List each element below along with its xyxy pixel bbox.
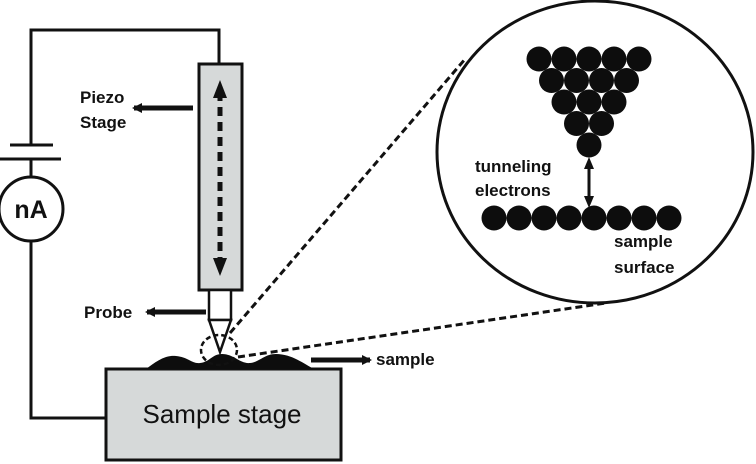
magnified-inset: tunneling electrons sample surface bbox=[435, 0, 755, 305]
tunneling-arrow-up-head bbox=[584, 157, 594, 169]
surface-atom bbox=[606, 205, 632, 231]
surface-atom bbox=[656, 205, 682, 231]
surface-atoms bbox=[481, 205, 682, 231]
ammeter-circle bbox=[0, 175, 65, 243]
surface-atom bbox=[581, 205, 607, 231]
tip-atom bbox=[589, 111, 614, 136]
surface-atom bbox=[556, 205, 582, 231]
tip-atom bbox=[601, 89, 627, 115]
sample-surface bbox=[146, 354, 314, 369]
arrow-down-icon bbox=[213, 258, 227, 276]
probe-tip bbox=[207, 318, 233, 356]
piezo-stage bbox=[197, 62, 244, 292]
surface-label-line1: sample bbox=[614, 232, 673, 251]
piezo-body bbox=[197, 62, 244, 292]
tip-atom bbox=[576, 132, 602, 158]
sample-stage: Sample stage bbox=[104, 367, 343, 462]
probe-label: Probe bbox=[84, 303, 132, 322]
zoom-line-bottom bbox=[237, 301, 607, 359]
piezo-label-line2: Stage bbox=[80, 113, 126, 132]
tip-atom bbox=[551, 46, 577, 72]
piezo-label-line1: Piezo bbox=[80, 88, 124, 107]
tip-atom bbox=[576, 46, 602, 72]
tunneling-arrow-down-head bbox=[584, 196, 594, 208]
surface-atom bbox=[506, 205, 532, 231]
tip-atom bbox=[601, 46, 627, 72]
tip-atom bbox=[614, 68, 639, 93]
surface-atom bbox=[531, 205, 557, 231]
bottom-wire bbox=[29, 241, 106, 420]
tunneling-label-line2: electrons bbox=[475, 181, 551, 200]
magnified-region-marker bbox=[199, 333, 239, 367]
sample-label: sample bbox=[376, 350, 435, 369]
ammeter: nA bbox=[0, 175, 65, 243]
battery-icon bbox=[0, 143, 61, 161]
tip-atom bbox=[551, 89, 577, 115]
tip-atom bbox=[526, 46, 552, 72]
tip-atom bbox=[539, 68, 564, 93]
tip-atom bbox=[576, 89, 602, 115]
tip-atom bbox=[564, 111, 589, 136]
surface-atom bbox=[481, 205, 507, 231]
tip-atom bbox=[589, 68, 614, 93]
top-wire bbox=[29, 28, 221, 145]
tip-atom bbox=[564, 68, 589, 93]
tip-atom bbox=[626, 46, 652, 72]
surface-atom bbox=[631, 205, 657, 231]
probe-holder bbox=[207, 288, 233, 322]
tunneling-label-line1: tunneling bbox=[475, 157, 551, 176]
sample-stage-label: Sample stage bbox=[143, 399, 302, 429]
probe bbox=[207, 288, 233, 356]
ammeter-label: nA bbox=[14, 196, 47, 224]
tip-atoms bbox=[526, 46, 652, 158]
zoom-line-top bbox=[228, 57, 468, 334]
circuit-wire bbox=[29, 28, 221, 420]
arrow-up-icon bbox=[213, 80, 227, 98]
surface-label-line2: surface bbox=[614, 258, 674, 277]
